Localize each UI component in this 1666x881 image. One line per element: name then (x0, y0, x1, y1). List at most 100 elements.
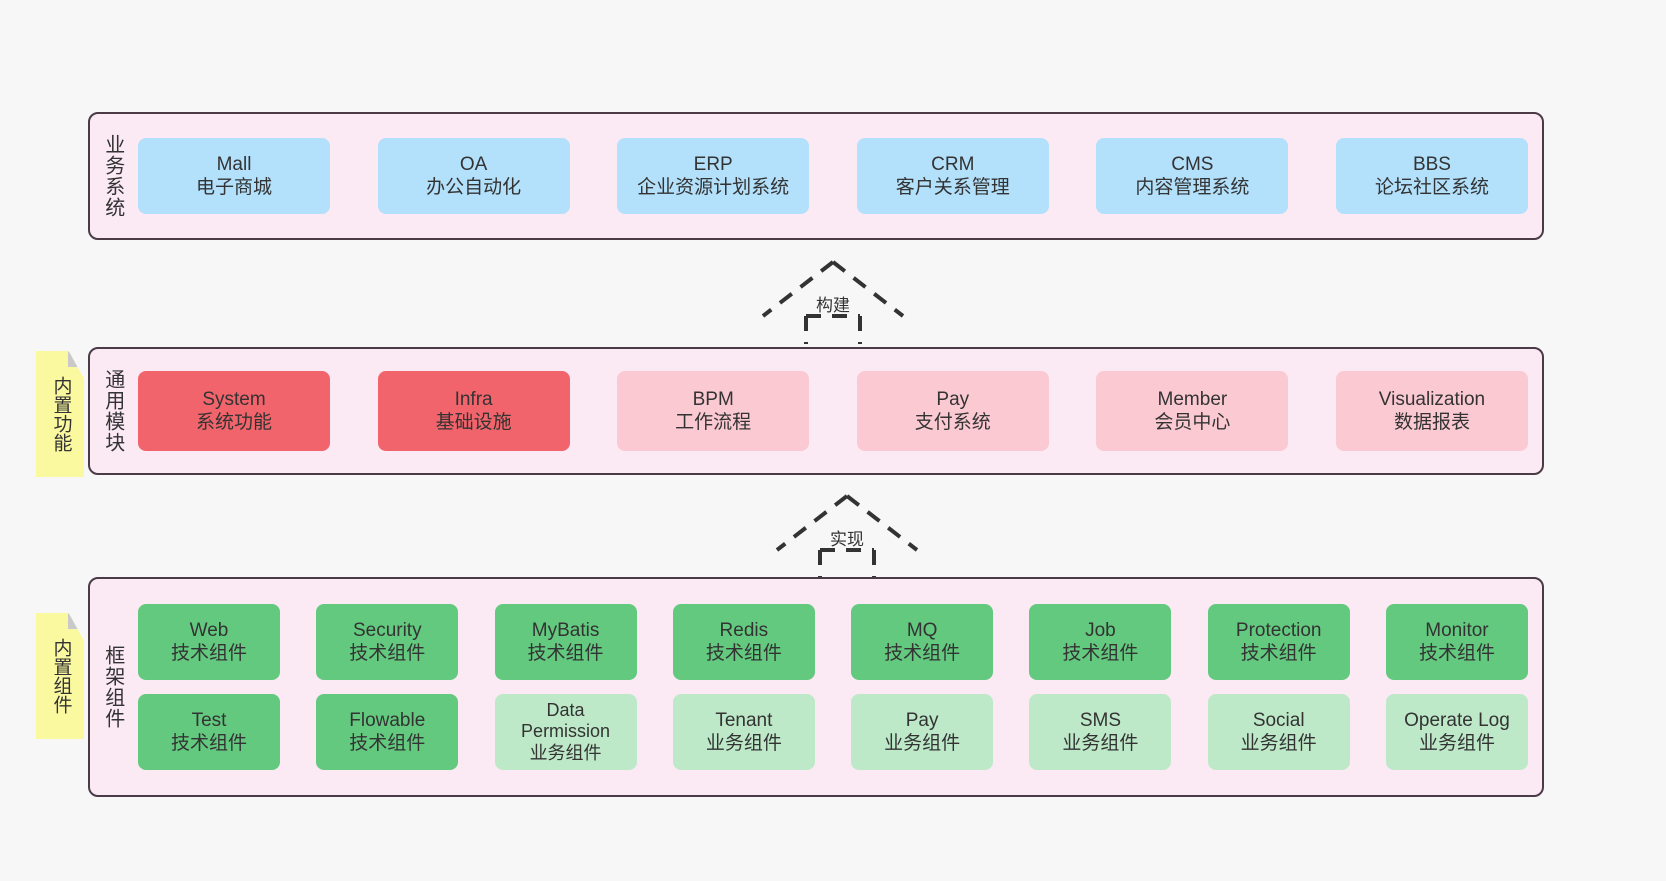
node-subtitle: 工作流程 (675, 412, 752, 433)
sticky-note-builtin-function: 内置功能 (36, 351, 84, 477)
node-subtitle: 论坛社区系统 (1374, 177, 1489, 198)
sticky-note-builtin-component: 内置组件 (36, 613, 84, 739)
node-subtitle: 技术组件 (170, 733, 247, 754)
node-title: Flowable (349, 709, 426, 731)
node-subtitle: 技术组件 (1418, 643, 1495, 664)
node-title: MQ (906, 619, 938, 641)
note-fold-corner-icon (68, 351, 84, 367)
connector-implement-label: 实现 (830, 530, 864, 549)
node-subtitle: 基础设施 (435, 412, 512, 433)
node-subtitle: 技术组件 (705, 643, 782, 664)
node-title: Protection (1235, 619, 1322, 641)
node-subtitle: 内容管理系统 (1135, 177, 1250, 198)
node-subtitle: 客户关系管理 (895, 177, 1010, 198)
node-title: Infra (454, 388, 493, 410)
connector-build: 构建 (757, 258, 909, 344)
node-title: MyBatis (531, 619, 600, 641)
node-subtitle: 企业资源计划系统 (637, 177, 790, 198)
note-fold-corner-icon (68, 613, 84, 629)
node-title: Job (1085, 619, 1116, 641)
node-title: SMS (1079, 709, 1121, 731)
node-subtitle: 系统功能 (195, 412, 272, 433)
node-title: Test (191, 709, 227, 731)
node-subtitle: 技术组件 (349, 643, 426, 664)
node-title: Security (352, 619, 422, 641)
node-title: Redis (719, 619, 769, 641)
node-subtitle: 业务组件 (1418, 733, 1495, 754)
node-subtitle: 数据报表 (1393, 412, 1470, 433)
node-title: Operate Log (1404, 709, 1510, 731)
node-title: Web (189, 619, 229, 641)
node-title: BPM (692, 388, 734, 410)
node-subtitle: 业务组件 (705, 733, 782, 754)
node-title: OA (459, 153, 488, 175)
node-subtitle: 业务组件 (1240, 733, 1317, 754)
node-subtitle: 会员中心 (1154, 412, 1231, 433)
node-subtitle: 技术组件 (1062, 643, 1139, 664)
node-title: CRM (931, 153, 975, 175)
layer-title-framework-component: 框架组件 (101, 645, 124, 729)
layer-title-business-system: 业务系统 (101, 134, 124, 218)
node-subtitle: 业务组件 (884, 733, 961, 754)
node-title: BBS (1412, 153, 1451, 175)
node-subtitle: 业务组件 (1062, 733, 1139, 754)
node-subtitle: 技术组件 (527, 643, 604, 664)
connector-implement: 实现 (771, 492, 923, 578)
node-title: Permission (521, 721, 611, 742)
node-subtitle: 业务组件 (529, 742, 602, 763)
node-subtitle: 技术组件 (1240, 643, 1317, 664)
node-title: Mall (216, 153, 252, 175)
node-title: Social (1252, 709, 1305, 731)
node-title: Tenant (715, 709, 773, 731)
layer-title-common-module: 通用模块 (101, 369, 124, 453)
node-subtitle: 技术组件 (884, 643, 961, 664)
node-title: Visualization (1378, 388, 1486, 410)
node-subtitle: 技术组件 (170, 643, 247, 664)
node-title: Member (1157, 388, 1228, 410)
node-title: Monitor (1425, 619, 1489, 641)
node-subtitle: 支付系统 (914, 412, 991, 433)
node-title: Pay (905, 709, 939, 731)
connector-build-label: 构建 (816, 296, 850, 315)
node-subtitle: 电子商城 (195, 177, 272, 198)
node-subtitle: 技术组件 (349, 733, 426, 754)
